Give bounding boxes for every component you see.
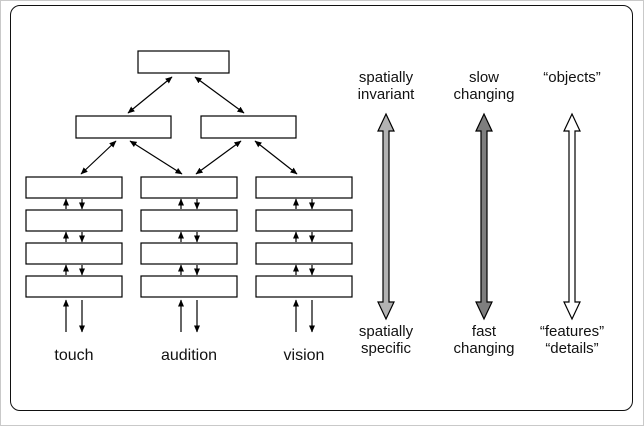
vision-label: vision	[283, 347, 325, 364]
connector-audition-l2left	[129, 140, 183, 175]
connector-vision-l2right	[254, 140, 298, 175]
vision-column	[255, 176, 353, 333]
spatial-axis-arrow	[377, 112, 395, 321]
vision-region-box-1	[255, 176, 353, 199]
touch-region-box-3	[25, 242, 123, 265]
audition-label: audition	[160, 347, 218, 364]
audition-column	[140, 176, 238, 333]
objects-label: “objects”	[543, 69, 601, 86]
touch-region-box-4	[25, 275, 123, 298]
connector-audition-l2right	[195, 140, 242, 175]
spatially-invariant-label: spatially invariant	[357, 69, 415, 103]
vision-region-box-3	[255, 242, 353, 265]
hierarchy-level2-box-left	[75, 115, 172, 139]
hierarchy-level2-box-right	[200, 115, 297, 139]
connector-l2right-top	[194, 76, 245, 114]
audition-region-box-1	[140, 176, 238, 199]
slow-changing-label: slow changing	[453, 69, 515, 103]
spatially-specific-label: spatially specific	[358, 323, 414, 357]
touch-column	[25, 176, 123, 333]
touch-region-box-1	[25, 176, 123, 199]
hierarchy-top-box	[137, 50, 230, 74]
vision-region-box-4	[255, 275, 353, 298]
connector-touch-l2left	[80, 140, 117, 175]
audition-region-box-2	[140, 209, 238, 232]
abstraction-axis-arrow	[563, 112, 581, 321]
connector-l2left-top	[127, 76, 173, 114]
touch-label: touch	[54, 347, 94, 364]
temporal-axis-arrow	[475, 112, 493, 321]
touch-region-box-2	[25, 209, 123, 232]
fast-changing-label: fast changing	[453, 323, 515, 357]
vision-region-box-2	[255, 209, 353, 232]
features-details-label: “features” “details”	[539, 323, 605, 357]
audition-region-box-4	[140, 275, 238, 298]
diagram-panel-border	[10, 5, 633, 411]
audition-region-box-3	[140, 242, 238, 265]
